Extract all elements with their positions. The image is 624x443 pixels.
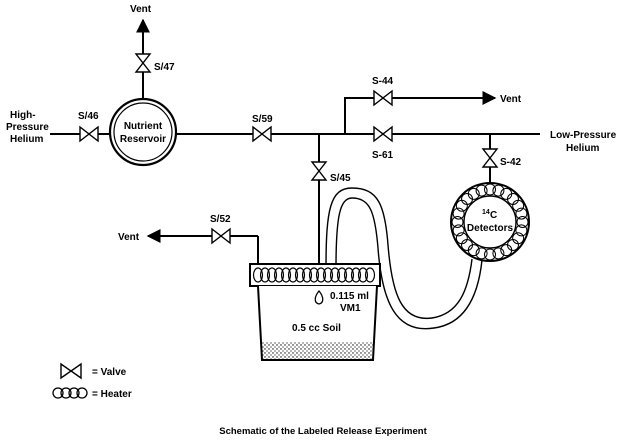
nutrient-reservoir: [108, 97, 178, 167]
label-vent-top: Vent: [130, 4, 152, 15]
label-s42: S-42: [500, 157, 522, 168]
heater-coil-loop: [280, 267, 292, 283]
detector-ring-loop: [467, 187, 480, 200]
label-nutrient-2: Reservoir: [120, 134, 166, 145]
label-s61: S-61: [372, 150, 394, 161]
legend-valve-icon: [60, 362, 82, 380]
heater-coil-loop: [76, 387, 88, 399]
heater-coil-loop: [364, 267, 376, 283]
detector-ring-loop: [512, 199, 525, 212]
detectors-ring: [450, 182, 530, 262]
heater-coil-loop: [259, 267, 271, 283]
detector-ring-loop: [484, 248, 496, 261]
heater-coil-loop: [336, 267, 348, 283]
legend-valve-label: = Valve: [92, 367, 127, 378]
label-low-pressure-1: Low-Pressure: [550, 130, 617, 141]
label-s59: S/59: [252, 114, 273, 125]
droplet-icon: [314, 289, 324, 305]
heater-coil-loop: [350, 267, 362, 283]
label-volume: 0.115 ml: [330, 291, 369, 302]
tube-outer: [325, 187, 473, 320]
detector-ring-loop: [492, 184, 505, 197]
pipe-vent-right: [344, 91, 497, 134]
heater-coil-loop: [315, 267, 327, 283]
heater-coil-loop: [266, 267, 278, 283]
label-s47: S/47: [154, 62, 175, 73]
heater-coil-loop: [294, 267, 306, 283]
label-vent-right: Vent: [500, 94, 522, 105]
detector-ring-loop: [500, 244, 513, 257]
valve-s52: [211, 227, 231, 245]
detector-ring-loop: [451, 216, 464, 228]
label-nutrient-1: Nutrient: [124, 121, 163, 132]
label-s52: S/52: [210, 214, 231, 225]
valve-s46: [79, 125, 99, 143]
label-high-pressure-2: Pressure: [6, 122, 49, 133]
valve-s44: [373, 89, 393, 107]
detector-ring-loop: [516, 216, 529, 228]
legend-heater-icon: [52, 387, 88, 399]
valve-s45: [310, 161, 328, 181]
label-vent-left: Vent: [118, 232, 140, 243]
label-s44: S-44: [372, 76, 394, 87]
heater-coil-loop: [357, 267, 369, 283]
heater-coil-loop: [301, 267, 313, 283]
detector-ring-loop: [484, 183, 496, 196]
label-soil: 0.5 cc Soil: [292, 323, 341, 334]
valve-s59: [252, 125, 272, 143]
label-vm1: VM1: [340, 303, 361, 314]
detector-ring-loop: [515, 224, 528, 237]
detector-ring-loop: [455, 232, 468, 245]
valve-s42: [481, 148, 499, 168]
label-detectors-c: C: [490, 210, 497, 221]
label-high-pressure-3: Helium: [10, 134, 43, 145]
detector-ring-loop: [475, 247, 488, 260]
valve-s61: [373, 125, 393, 143]
label-low-pressure-2: Helium: [566, 143, 599, 154]
label-s45: S/45: [330, 173, 351, 184]
detector-ring-loop: [452, 207, 465, 220]
heater-coil-loop: [343, 267, 355, 283]
heater-coil-loop: [68, 387, 80, 399]
legend-heater-label: = Heater: [92, 389, 132, 400]
heater-coil-loop: [322, 267, 334, 283]
detector-ring-loop: [492, 247, 505, 260]
detector-ring-loop: [452, 224, 465, 237]
label-high-pressure-1: High-: [10, 110, 36, 121]
heater-coil-loop: [60, 387, 72, 399]
heater-coil-loop: [329, 267, 341, 283]
heater-coil-loop: [52, 387, 64, 399]
label-s46: S/46: [78, 111, 99, 122]
heater-coil-loop: [308, 267, 320, 283]
caption: Schematic of the Labeled Release Experim…: [219, 426, 427, 437]
chamber-heater-coils: [252, 267, 376, 283]
label-detectors: Detectors: [467, 223, 514, 234]
detector-ring-loop: [475, 184, 488, 197]
label-detectors-superscript: 14: [482, 209, 490, 216]
heater-coil-loop: [252, 267, 264, 283]
heater-coil-loop: [273, 267, 285, 283]
tube-inner: [335, 197, 483, 330]
detector-ring-loop: [515, 207, 528, 220]
valve-s47: [134, 53, 152, 73]
heater-coil-loop: [287, 267, 299, 283]
